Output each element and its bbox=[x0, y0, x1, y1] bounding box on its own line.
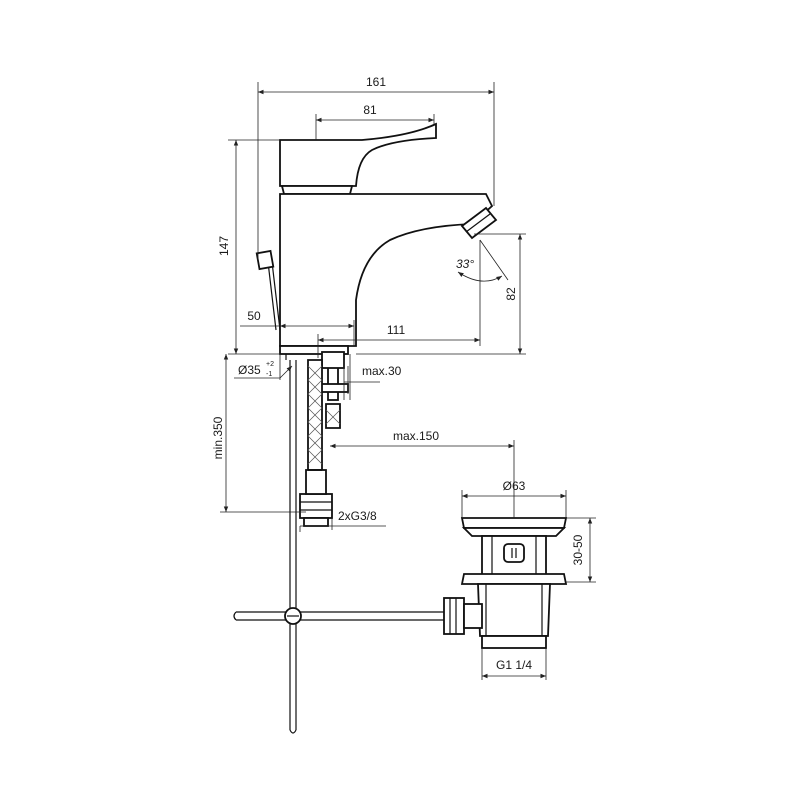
dim-body-offset: 50 bbox=[247, 309, 261, 323]
slot-icon bbox=[503, 543, 525, 563]
dim-hole-tol-upper: +2 bbox=[266, 361, 274, 368]
dim-max-thickness: max.30 bbox=[362, 364, 402, 378]
lever-fitting bbox=[443, 597, 465, 635]
dim-height: 147 bbox=[217, 236, 231, 256]
hoses bbox=[299, 351, 349, 527]
dim-hole-tol-lower: -1 bbox=[266, 371, 272, 378]
dim-overall-width: 161 bbox=[366, 75, 386, 89]
dim-waste-diameter: Ø63 bbox=[503, 479, 526, 493]
popup-waste bbox=[233, 360, 568, 734]
faucet bbox=[255, 122, 498, 360]
dim-waste-thread: G1 1/4 bbox=[496, 658, 532, 672]
lever-collar bbox=[280, 185, 354, 195]
dim-lever-width: 81 bbox=[363, 103, 377, 117]
dim-waste-height: 30-50 bbox=[571, 534, 585, 565]
dim-spout-height: 82 bbox=[504, 287, 518, 301]
dimension-lines bbox=[220, 82, 596, 680]
dim-rod-length: max.150 bbox=[393, 429, 439, 443]
dim-hose-length: min.350 bbox=[211, 416, 225, 459]
dim-spout-reach: 111 bbox=[387, 323, 406, 337]
dim-hose-thread: 2xG3/8 bbox=[338, 509, 377, 523]
dimension-labels: 161 81 147 82 50 111 33° Ø35 +2 -1 max.3… bbox=[211, 75, 585, 672]
dim-spout-angle: 33° bbox=[456, 257, 474, 271]
lever-handle bbox=[279, 122, 437, 187]
dim-hole-diameter: Ø35 bbox=[238, 363, 261, 377]
base-plate bbox=[279, 345, 349, 355]
popup-knob bbox=[255, 249, 275, 271]
hose-nut bbox=[299, 493, 333, 519]
